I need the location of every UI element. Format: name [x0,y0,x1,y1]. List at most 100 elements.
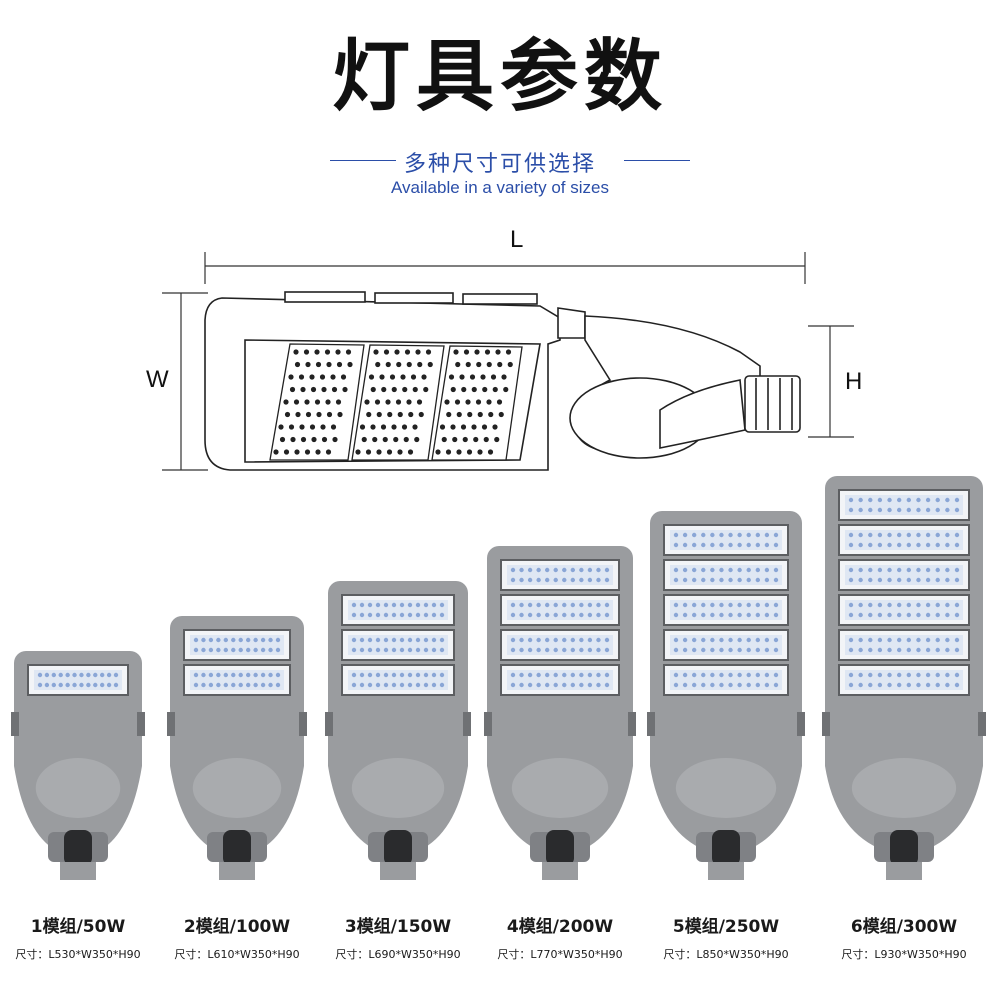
led-dot [460,424,467,430]
led-dot [682,577,688,583]
led-dot [954,497,960,503]
led-dot [691,612,697,618]
led-dot [764,682,770,688]
led-dot [570,602,576,608]
led-dot [278,424,284,430]
led-dot [461,386,467,393]
led-dot [375,612,381,618]
led-panel [348,670,448,690]
led-dot [223,647,229,653]
led-dot [439,602,445,608]
led-dot [887,612,892,618]
product-1-spec: 尺寸：L530*W350*H90 [15,948,141,961]
led-dot [848,577,854,583]
led-dot [925,647,931,653]
led-dot [877,647,883,653]
led-dot [268,672,273,678]
led-dot [887,577,892,583]
led-dot [483,436,489,443]
led-dot [896,647,902,653]
led-dot [321,436,328,443]
led-dot [877,637,883,643]
length-dimension [204,252,806,284]
led-dot [477,449,483,455]
led-dot [415,602,421,608]
led-dot [719,647,724,653]
led-dot [490,374,497,380]
product-6-spec: 尺寸：L930*W350*H90 [841,948,967,961]
led-panel [348,600,448,620]
led-dot [553,612,558,618]
led-dot [553,637,558,643]
led-panel [845,530,963,550]
led-dot [106,672,112,678]
led-dot [487,449,494,455]
led-dot [746,542,751,548]
led-dot [710,637,715,643]
led-dot [691,602,697,608]
led-dot [99,672,105,678]
led-dot [877,532,883,538]
led-dot [407,672,413,678]
led-dot [367,612,373,618]
led-dot [527,577,533,583]
led-dot [79,672,84,678]
led-dot [260,647,266,653]
product-4-label: 4模组/200W [506,917,614,937]
led-dot [407,602,413,608]
led-dot [935,497,940,503]
led-dot [570,682,576,688]
led-dot [275,647,281,653]
led-dot [945,507,950,513]
led-dot [459,374,465,380]
led-dot [86,672,91,678]
led-dot [935,577,940,583]
led-dot [311,436,317,443]
led-dot [275,672,281,678]
led-panel [507,670,613,690]
led-dot [231,682,236,688]
led-dot [399,602,405,608]
led-dot [376,411,382,418]
led-dot [868,567,873,573]
led-dot [453,349,459,355]
led-dot [423,637,429,643]
lamp-pole-arm [542,862,578,880]
led-dot [293,349,299,355]
led-dot [916,567,921,573]
led-dot [673,612,679,618]
led-dot [544,577,550,583]
led-dot [510,637,516,643]
led-dot [425,349,432,355]
led-dot [435,449,441,455]
led-dot [728,602,733,608]
led-dot [216,682,221,688]
led-dot [482,386,488,393]
led-dot [439,637,445,643]
led-panel [190,635,284,655]
led-dot [445,449,452,455]
led-dot [553,577,558,583]
led-panel [670,530,782,550]
product-2-spec: 尺寸：L610*W350*H90 [174,948,300,961]
led-dot [315,361,322,368]
led-dot [370,424,376,430]
led-dot [877,672,883,678]
lamp-pole-arm [380,862,416,880]
led-dot [906,612,912,618]
product-5-spec: 尺寸：L850*W350*H90 [663,948,789,961]
led-dot [245,637,251,643]
led-dot [896,532,902,538]
led-dot [710,647,715,653]
led-dot [359,647,365,653]
led-dot [423,672,429,678]
led-dot [444,399,450,405]
led-dot [544,682,550,688]
led-dot [268,637,273,643]
led-dot [216,672,221,678]
led-dot [407,682,413,688]
led-dot [309,424,316,430]
led-dot [719,672,724,678]
led-dot [755,647,761,653]
